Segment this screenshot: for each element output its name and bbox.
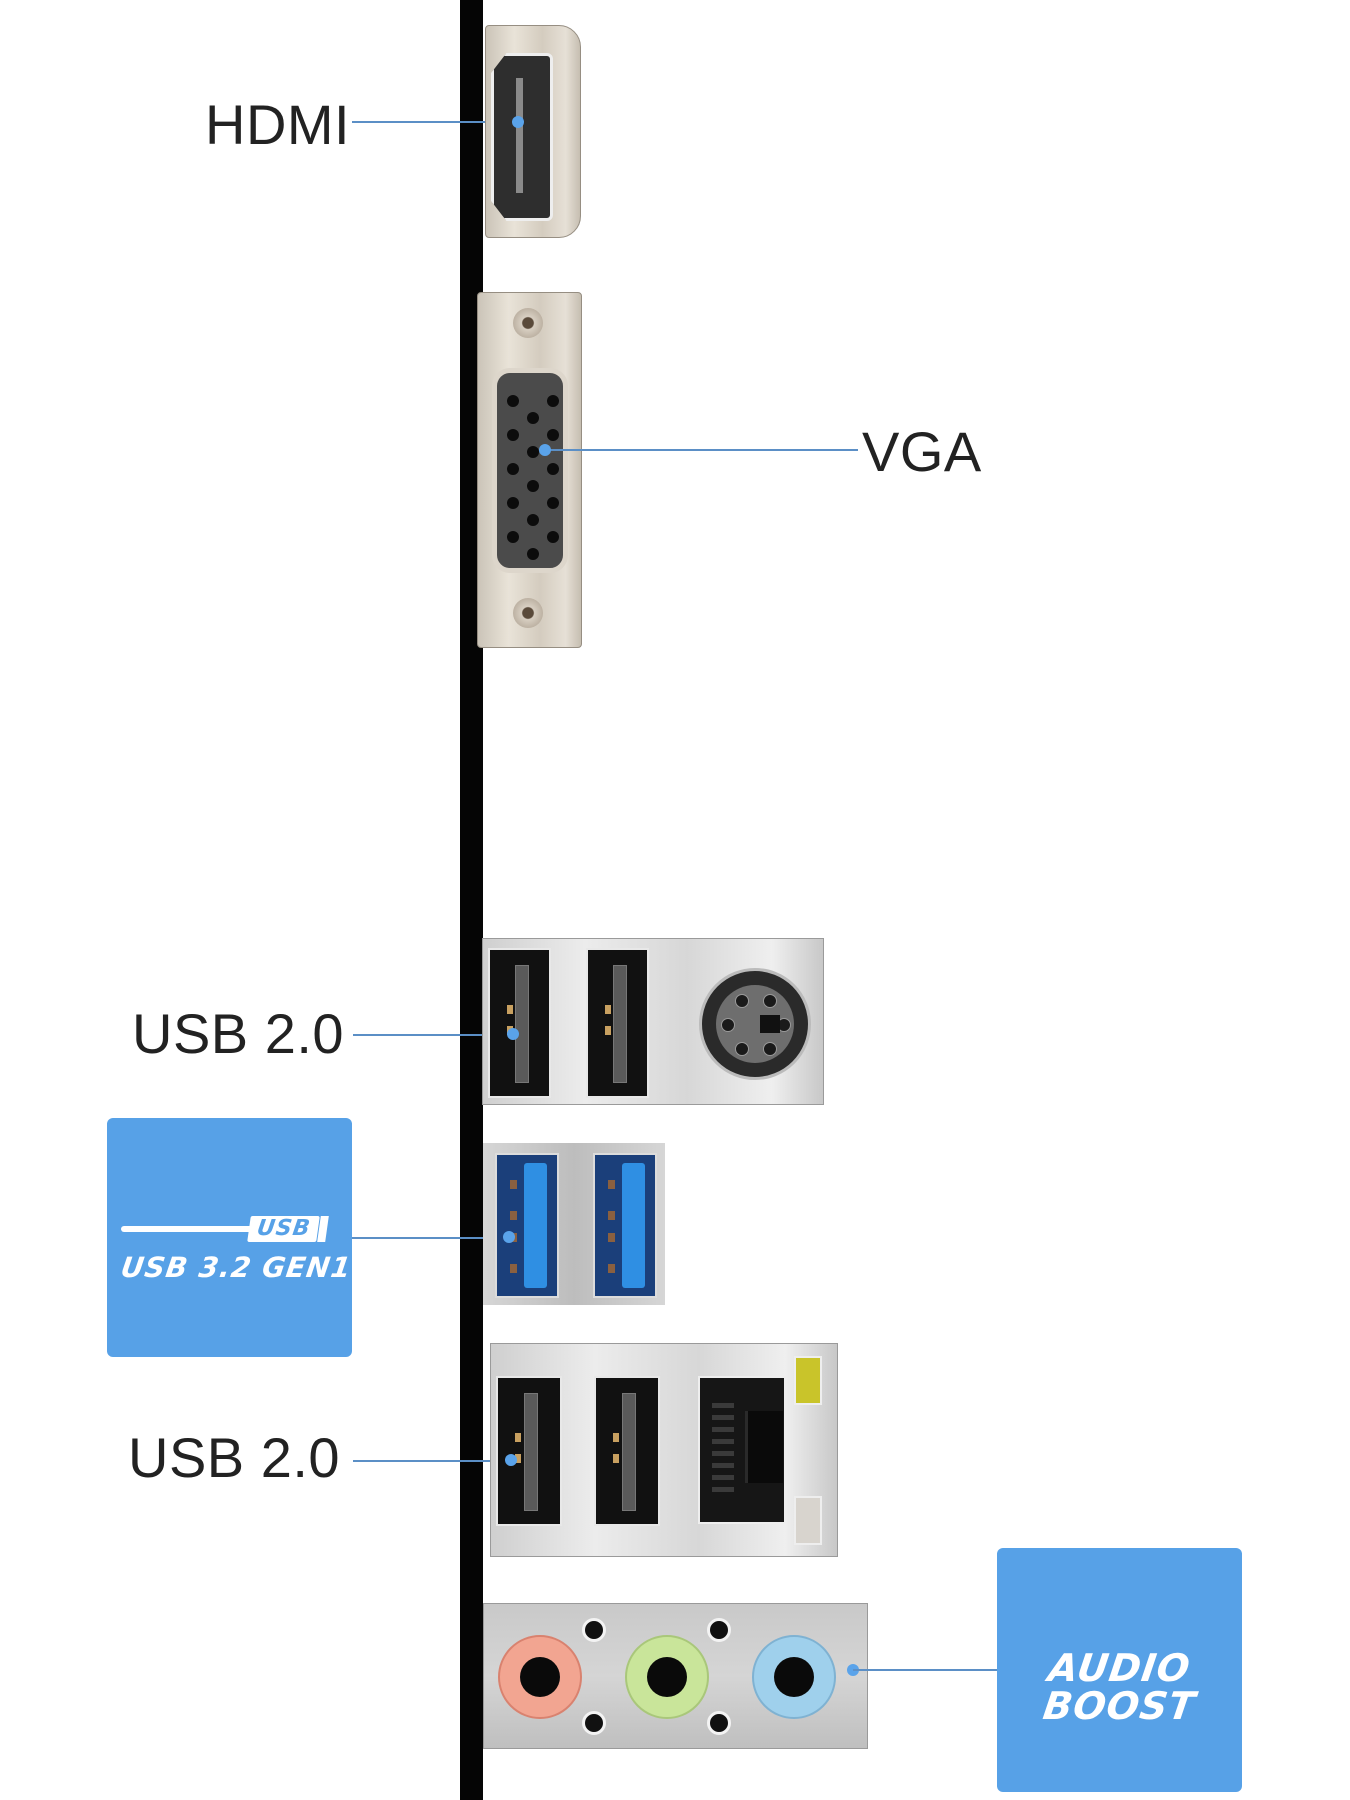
vga-pointer-dot	[539, 444, 551, 456]
lan-contact	[712, 1439, 734, 1444]
usb32-port[interactable]	[495, 1153, 559, 1298]
audio-jack-blue[interactable]	[752, 1635, 836, 1719]
lan-speed-led	[794, 1496, 822, 1545]
ps2-pin	[721, 1018, 735, 1032]
usb-logo-line	[121, 1226, 251, 1232]
usb32-gen1-badge: USB USB 3.2 GEN1	[107, 1118, 354, 1357]
audio-leader-line	[853, 1669, 997, 1671]
screw-hole	[582, 1618, 606, 1642]
screw-icon	[513, 598, 543, 628]
vga-port[interactable]	[477, 292, 582, 648]
ps2-pin	[763, 1042, 777, 1057]
lan-contact	[712, 1415, 734, 1420]
vga-pin	[507, 395, 519, 407]
vga-pin	[527, 412, 539, 424]
usb2-ps2-block	[482, 938, 824, 1105]
screw-icon	[513, 308, 543, 338]
usb2-top-leader-line	[353, 1034, 513, 1036]
audio-boost-badge: AUDIO BOOST	[997, 1548, 1242, 1792]
usb2-port[interactable]	[496, 1376, 562, 1526]
screw-hole	[582, 1711, 606, 1735]
lan-activity-led	[794, 1356, 822, 1405]
usb2-lan-block	[490, 1343, 838, 1557]
usb-logo-text: USB	[247, 1216, 321, 1242]
io-panel-edge	[460, 0, 483, 1800]
audio-boost-line1: AUDIO	[1045, 1646, 1194, 1690]
vga-pin	[507, 463, 519, 475]
vga-leader-line	[545, 449, 858, 451]
vga-pin	[547, 429, 559, 441]
lan-contact	[712, 1403, 734, 1408]
usb2-bottom-label: USB 2.0	[128, 1426, 341, 1489]
ps2-pin	[735, 1042, 749, 1057]
usb32-gen1-text: USB 3.2 GEN1	[118, 1251, 354, 1284]
lan-contact	[712, 1487, 734, 1492]
usb32-block	[483, 1143, 665, 1305]
ps2-key	[760, 1015, 780, 1033]
usb2-bottom-leader-line	[353, 1460, 511, 1462]
ps2-port[interactable]	[699, 968, 811, 1080]
audio-jack-green[interactable]	[625, 1635, 709, 1719]
audio-block	[483, 1603, 868, 1749]
hdmi-pointer-dot	[512, 116, 524, 128]
vga-pin	[507, 497, 519, 509]
usb2-port[interactable]	[488, 948, 551, 1098]
usb2-port[interactable]	[594, 1376, 660, 1526]
vga-pin	[547, 395, 559, 407]
ps2-pin	[735, 993, 749, 1008]
usb2-top-label: USB 2.0	[132, 1002, 345, 1065]
ps2-pin	[763, 993, 777, 1008]
lan-contact	[712, 1463, 734, 1468]
vga-pin	[527, 446, 539, 458]
usb2-bottom-pointer-dot	[505, 1454, 517, 1466]
hdmi-cavity	[491, 53, 553, 221]
usb32-port[interactable]	[593, 1153, 657, 1298]
hdmi-port[interactable]	[485, 25, 581, 238]
vga-pin	[527, 480, 539, 492]
lan-contact	[712, 1427, 734, 1432]
usb2-top-pointer-dot	[507, 1028, 519, 1040]
screw-hole	[707, 1711, 731, 1735]
vga-label: VGA	[862, 420, 982, 483]
vga-pin	[507, 429, 519, 441]
vga-pin	[527, 514, 539, 526]
hdmi-label: HDMI	[205, 93, 351, 156]
lan-contact	[712, 1451, 734, 1456]
vga-shell	[492, 368, 568, 573]
audio-jack-pink[interactable]	[498, 1635, 582, 1719]
usb32-leader-line	[352, 1237, 512, 1239]
vga-pin	[527, 548, 539, 560]
lan-contact	[712, 1475, 734, 1480]
usb2-port[interactable]	[586, 948, 649, 1098]
vga-pin	[547, 497, 559, 509]
hdmi-leader-line	[352, 121, 518, 123]
audio-boost-line2: BOOST	[1040, 1684, 1199, 1728]
screw-hole	[707, 1618, 731, 1642]
lan-port[interactable]	[698, 1376, 786, 1524]
usb32-pointer-dot	[503, 1231, 515, 1243]
vga-pin	[547, 531, 559, 543]
vga-pin	[507, 531, 519, 543]
vga-pin	[547, 463, 559, 475]
